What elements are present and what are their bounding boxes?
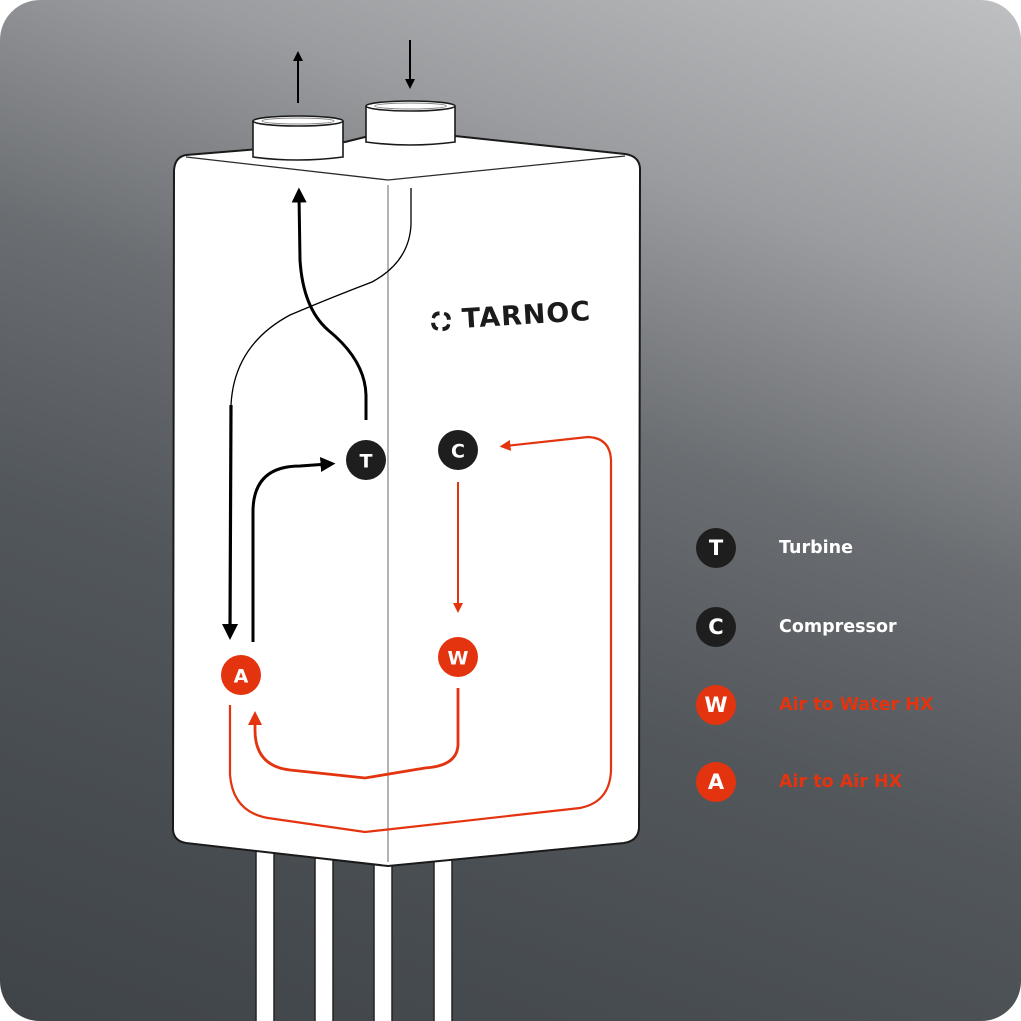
node-air-to-air-hx[interactable]: A (221, 655, 261, 695)
brand-logo: TARNOC (427, 296, 592, 337)
tarnoc-swirl-logo-icon (431, 310, 451, 331)
flow-A-to-T (251, 457, 336, 642)
intake-port (365, 100, 456, 146)
pipe-4 (433, 855, 453, 1021)
legend-badge-air-to-air-hx: A (696, 762, 736, 802)
legend-label-turbine: Turbine (779, 538, 853, 558)
legend-item-compressor: C Compressor (696, 607, 897, 647)
flow-intake-to-A (229, 188, 412, 631)
legend-label-air-to-water-hx: Air to Water HX (779, 695, 934, 715)
node-compressor[interactable]: C (438, 430, 478, 470)
node-air-to-water-hx[interactable]: W (438, 637, 478, 677)
legend-item-air-to-air-hx: A Air to Air HX (696, 762, 902, 802)
pipe-2 (314, 851, 334, 1021)
flow-T-to-exhaust (291, 187, 368, 420)
node-air-to-air-hx-label: A (234, 666, 249, 688)
flow-W-to-A (248, 688, 460, 780)
legend-badge-compressor: C (696, 607, 736, 647)
node-compressor-label: C (451, 441, 465, 463)
flow-intake-to-A-arrow (222, 404, 239, 640)
exhaust-port (252, 115, 344, 161)
legend-item-air-to-water-hx: W Air to Water HX (696, 685, 933, 725)
node-turbine-label: T (360, 451, 373, 473)
unit-body (171, 134, 642, 868)
legend-badge-air-to-water-hx: W (696, 685, 736, 725)
unit-top-edge (185, 155, 626, 181)
node-air-to-water-hx-label: W (448, 648, 469, 670)
pipe-3 (373, 859, 393, 1021)
pipe-1 (255, 844, 275, 1021)
legend-label-compressor: Compressor (779, 617, 897, 637)
flow-A-to-C (228, 435, 613, 834)
node-turbine[interactable]: T (346, 440, 386, 480)
legend-badge-turbine: T (696, 528, 736, 568)
pipes (255, 844, 453, 1021)
legend-item-turbine: T Turbine (696, 528, 853, 568)
legend-label-air-to-air-hx: Air to Air HX (779, 772, 903, 792)
